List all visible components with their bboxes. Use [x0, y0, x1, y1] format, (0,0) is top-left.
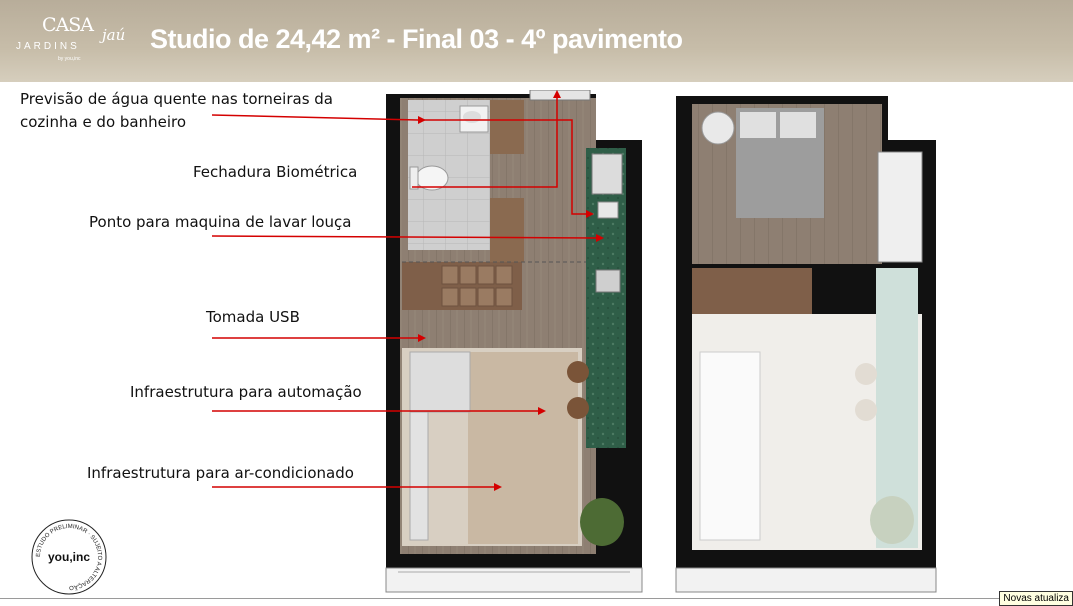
- stamp-brand: you,inc: [48, 550, 90, 564]
- label-biometric-lock: Fechadura Biométrica: [193, 163, 358, 181]
- preliminary-stamp-icon: ESTUDO PRELIMINAR · SUJEITO A ALTERAÇÃO …: [31, 519, 107, 595]
- logo-jau-text: jaú: [102, 26, 126, 44]
- floor-plan-furnished: [385, 90, 643, 593]
- logo-by-text: by you,inc: [58, 56, 81, 62]
- label-dishwasher-point: Ponto para maquina de lavar louça: [89, 213, 352, 231]
- floor-plan-mezzanine: [675, 96, 937, 593]
- header-banner: CASA jaú JARDINS by you,inc Studio de 24…: [0, 0, 1073, 82]
- logo-jardins-text: JARDINS: [16, 41, 80, 52]
- label-automation: Infraestrutura para automação: [130, 383, 362, 401]
- label-hot-water: Previsão de água quente nas torneiras da…: [20, 90, 333, 131]
- kitchen-counter: [586, 148, 626, 448]
- label-air-conditioning: Infraestrutura para ar-condicionado: [87, 464, 354, 482]
- divider: [0, 598, 1073, 599]
- logo-casa-text: CASA: [42, 14, 94, 36]
- casa-jau-logo: CASA jaú JARDINS by you,inc: [14, 10, 136, 72]
- label-usb-outlet: Tomada USB: [206, 308, 300, 326]
- page-title: Studio de 24,42 m² - Final 03 - 4º pavim…: [150, 24, 683, 54]
